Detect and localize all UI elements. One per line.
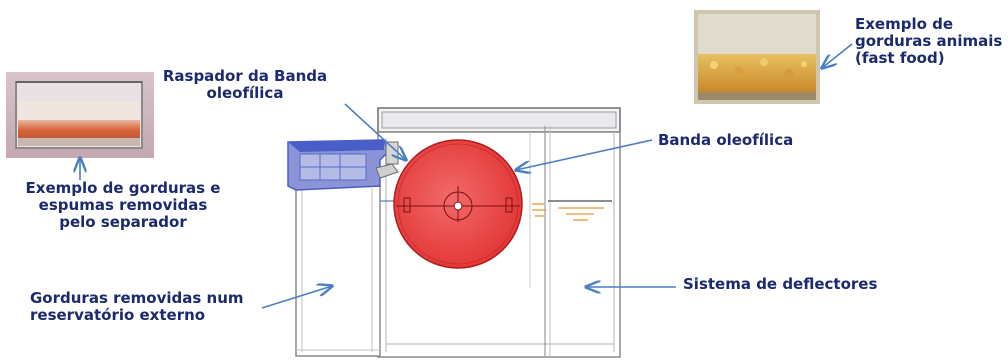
external-reservoir [296, 186, 380, 356]
arrow-animal-fat [822, 44, 852, 68]
oleophilic-belt-disc [394, 140, 522, 268]
